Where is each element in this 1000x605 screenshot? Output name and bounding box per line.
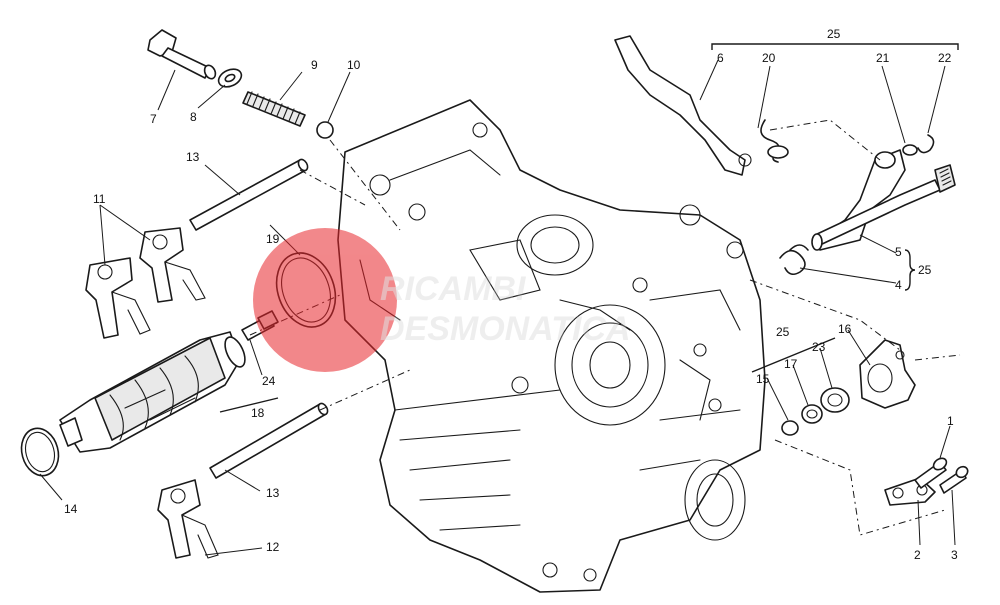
ratchet-pawl — [614, 35, 752, 176]
circlip-15 — [781, 420, 799, 436]
gear-selector-drum — [59, 331, 246, 453]
detent-spring — [242, 91, 306, 127]
fork-shaft-lower — [209, 402, 329, 479]
callout-13-upper: 13 — [186, 150, 200, 164]
pawl-spring — [760, 119, 789, 163]
callout-1: 1 — [947, 414, 954, 428]
callout-12: 12 — [266, 540, 280, 554]
callout-5: 5 — [895, 245, 902, 259]
callout-25-top: 25 — [827, 27, 841, 41]
return-spring — [779, 244, 809, 276]
callout-8: 8 — [190, 110, 197, 124]
callout-2: 2 — [914, 548, 921, 562]
callout-7: 7 — [150, 112, 157, 126]
callout-4: 4 — [895, 278, 902, 292]
detent-ball — [316, 121, 334, 139]
cover-plate-16 — [859, 339, 916, 409]
watermark-line-1: RICAMBI — [380, 270, 527, 308]
screw-3 — [939, 465, 969, 494]
circlip-22 — [917, 134, 935, 154]
crankcase — [337, 99, 766, 593]
selector-fork-right — [139, 227, 206, 303]
detent-bolt-assembly — [147, 29, 334, 139]
screw-1 — [914, 457, 948, 489]
callout-22: 22 — [938, 51, 952, 65]
callout-11: 11 — [93, 192, 106, 206]
callout-25-right: 25 — [918, 263, 932, 277]
callout-13-lower: 13 — [266, 486, 280, 500]
callout-15: 15 — [756, 372, 770, 386]
callout-23: 23 — [812, 340, 826, 354]
assembly-lines — [249, 119, 961, 536]
washer-21 — [902, 144, 918, 156]
callout-labels: 7 8 9 10 13 11 19 24 18 14 13 12 25 6 20… — [64, 27, 958, 562]
callout-25-mid: 25 — [776, 325, 790, 339]
callout-17: 17 — [784, 357, 798, 371]
callout-14: 14 — [64, 502, 78, 516]
callout-19: 19 — [266, 232, 280, 246]
oil-seal-23 — [820, 387, 850, 413]
fork-shaft-upper — [189, 158, 309, 231]
callout-18: 18 — [251, 406, 265, 420]
callout-24: 24 — [262, 374, 276, 388]
callout-16: 16 — [838, 322, 852, 336]
watermark-logo: RICAMBI DESMONATICA — [253, 228, 631, 372]
washer-17 — [801, 404, 823, 424]
watermark-line-2: DESMONATICA — [380, 310, 631, 348]
gearshift-shaft — [811, 149, 956, 251]
group-brackets — [219, 43, 959, 413]
callout-20: 20 — [762, 51, 776, 65]
callout-6: 6 — [717, 51, 724, 65]
callout-10: 10 — [347, 58, 361, 72]
callout-3: 3 — [951, 548, 958, 562]
callout-9: 9 — [311, 58, 318, 72]
selector-fork-left — [85, 257, 151, 339]
leader-lines — [39, 59, 956, 556]
callout-21: 21 — [876, 51, 890, 65]
selector-fork-lower — [157, 479, 219, 559]
